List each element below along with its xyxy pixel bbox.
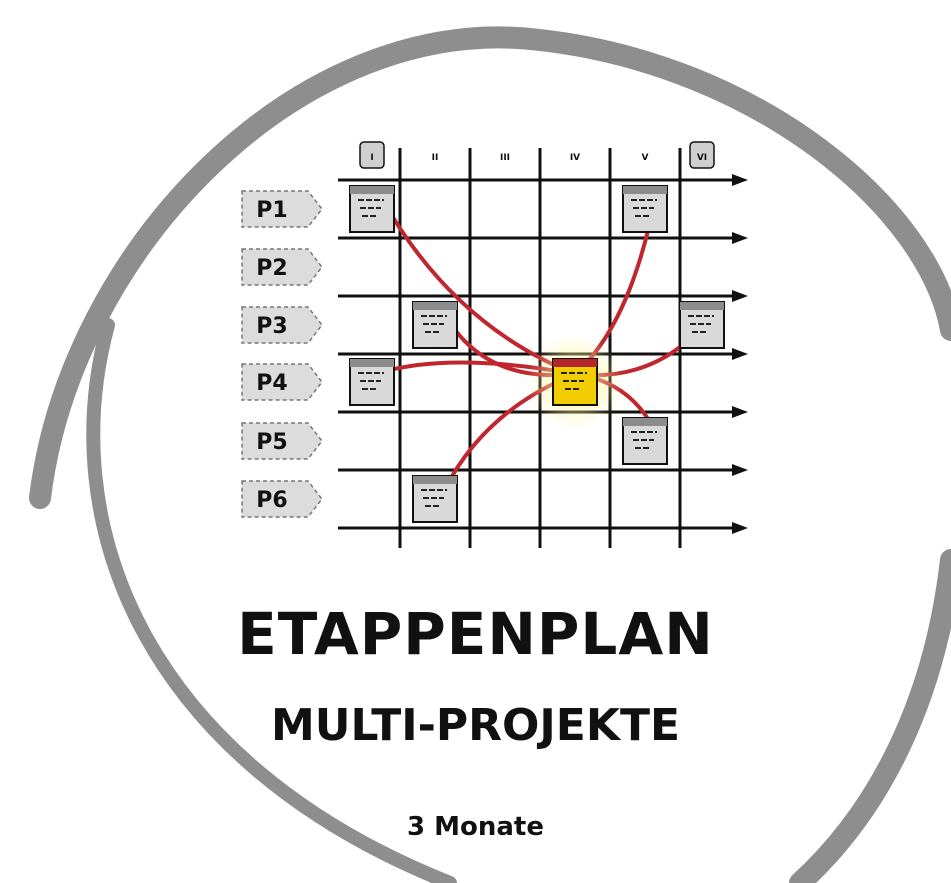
column-header-label: I xyxy=(370,153,373,163)
arrow-head-icon xyxy=(732,348,748,360)
column-header-box xyxy=(689,141,715,169)
milestone-card xyxy=(349,185,395,233)
project-label: P3 xyxy=(256,314,287,339)
swirl-inner xyxy=(86,318,457,883)
project-label: P1 xyxy=(256,198,287,223)
column-header-label: III xyxy=(500,153,510,163)
project-label: P6 xyxy=(256,488,287,513)
arrow-head-icon xyxy=(732,522,748,534)
project-label: P2 xyxy=(256,256,287,281)
swirl-outer xyxy=(29,26,951,509)
project-tag xyxy=(241,363,323,401)
column-header-label: IV xyxy=(570,153,580,163)
column-header-label: VI xyxy=(697,153,707,163)
milestone-card xyxy=(622,417,668,465)
milestone-card xyxy=(412,301,458,349)
column-header-label: II xyxy=(432,153,439,163)
milestone-card xyxy=(622,185,668,233)
project-label: P4 xyxy=(256,371,287,396)
project-tag xyxy=(241,422,323,460)
column-header-box xyxy=(359,141,385,169)
duration-label: 3 Monate xyxy=(407,812,544,842)
arrow-head-icon xyxy=(732,406,748,418)
project-tag xyxy=(241,306,323,344)
page-title: ETAPPENPLAN xyxy=(237,600,714,668)
project-tag xyxy=(241,248,323,286)
arrow-head-icon xyxy=(732,464,748,476)
project-tag xyxy=(241,480,323,518)
milestone-card xyxy=(412,475,458,523)
swirl-right xyxy=(789,549,951,883)
milestone-card-highlighted xyxy=(552,358,598,406)
arrow-head-icon xyxy=(732,232,748,244)
page-subtitle: MULTI-PROJEKTE xyxy=(270,700,681,751)
arrow-head-icon xyxy=(732,174,748,186)
milestone-card xyxy=(349,358,395,406)
project-label: P5 xyxy=(256,430,287,455)
project-tag xyxy=(241,190,323,228)
column-header-label: V xyxy=(642,153,649,163)
milestone-card xyxy=(679,301,725,349)
milestone-cards xyxy=(349,185,725,523)
arrow-head-icon xyxy=(732,290,748,302)
